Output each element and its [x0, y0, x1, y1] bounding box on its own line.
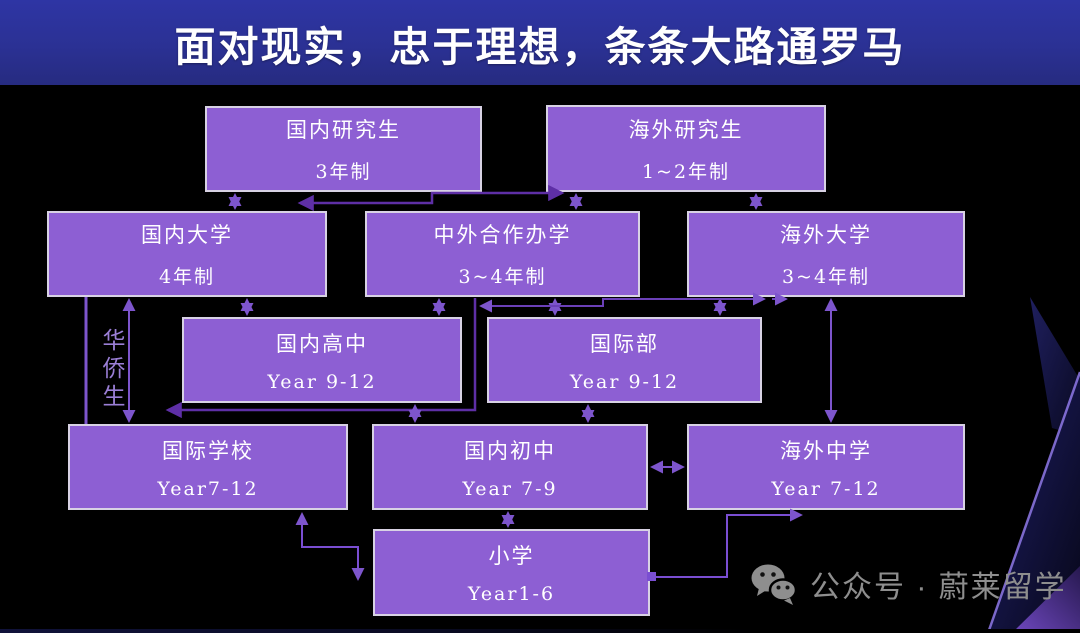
node-label: 国内研究生	[286, 118, 401, 142]
flow-node-international-school: 国际学校 Year7-12	[68, 424, 348, 510]
arrow-sino-foreign-to-intl-school-elbow	[165, 298, 477, 419]
flow-node-overseas-graduate: 海外研究生 1~2年制	[546, 105, 826, 192]
connector-endpoint-dot	[647, 572, 656, 581]
flow-node-primary-school: 小学 Year1-6	[373, 529, 650, 616]
node-sublabel: Year 9-12	[569, 370, 680, 393]
node-sublabel: 1~2年制	[641, 160, 731, 183]
flow-node-international-division: 国际部 Year 9-12	[487, 317, 762, 403]
node-sublabel: Year 7-12	[771, 477, 881, 500]
node-sublabel: 3年制	[315, 161, 372, 183]
title-bar: 面对现实，忠于理想，条条大路通罗马	[0, 0, 1080, 85]
watermark: 公众号 · 蔚莱留学	[750, 562, 1067, 606]
node-sublabel: Year7-12	[157, 477, 259, 500]
node-sublabel: 3~4年制	[458, 266, 547, 288]
arrow-primary-to-intl-school-elbow	[295, 512, 365, 581]
node-label: 小学	[488, 544, 535, 568]
flow-node-domestic-high-school: 国内高中 Year 9-12	[182, 317, 462, 403]
node-label: 中外合作办学	[433, 223, 572, 247]
node-label: 海外中学	[780, 438, 872, 463]
overseas-chinese-student-label: 华侨生	[98, 328, 124, 412]
node-label: 海外研究生	[628, 117, 744, 142]
node-label: 国内初中	[464, 438, 556, 463]
node-label: 国际部	[590, 331, 659, 356]
slide-title: 面对现实，忠于理想，条条大路通罗马	[174, 23, 906, 70]
node-label: 国内大学	[141, 223, 233, 247]
wechat-icon	[751, 564, 798, 605]
node-label: 海外大学	[780, 223, 872, 247]
bottom-edge-strip	[0, 629, 1080, 633]
flow-node-domestic-university: 国内大学 4年制	[47, 211, 327, 297]
node-sublabel: Year 7-9	[462, 477, 558, 500]
node-sublabel: 3~4年制	[781, 266, 871, 288]
node-sublabel: Year1-6	[467, 583, 556, 605]
flow-node-overseas-university: 海外大学 3~4年制	[687, 211, 965, 297]
flow-node-sino-foreign-program: 中外合作办学 3~4年制	[365, 211, 640, 297]
node-label: 国内高中	[276, 331, 368, 356]
arrow-domestic-univ-to-overseas-grad-elbow	[297, 184, 565, 212]
flow-node-domestic-middle-school: 国内初中 Year 7-9	[372, 424, 648, 510]
node-sublabel: Year 9-12	[267, 370, 377, 393]
flow-node-overseas-secondary: 海外中学 Year 7-12	[687, 424, 965, 510]
node-label: 国际学校	[162, 438, 254, 463]
watermark-text: 公众号 · 蔚莱留学	[810, 571, 1067, 604]
flow-node-domestic-graduate: 国内研究生 3年制	[205, 106, 482, 192]
node-sublabel: 4年制	[158, 266, 216, 288]
arrow-primary-to-overseas-secondary-elbow	[652, 508, 803, 578]
arrow-domestic-high-to-overseas-univ-elbow	[479, 292, 766, 313]
